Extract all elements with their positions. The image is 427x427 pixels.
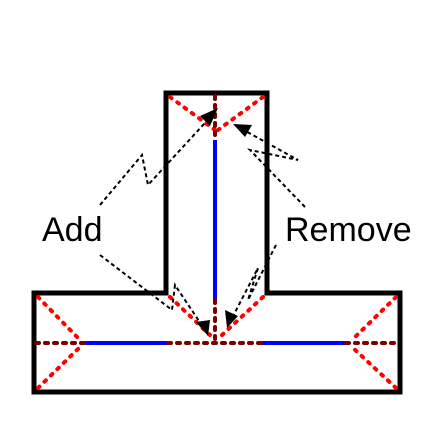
- corner-diagonals: [36, 95, 398, 390]
- add-arrowheads: [196, 108, 218, 336]
- remove-label: Remove: [285, 211, 412, 249]
- junction-dots: [34, 94, 400, 345]
- remove-arrows: [229, 127, 306, 323]
- remove-arrowheads: [225, 124, 252, 328]
- medial-axis: [85, 140, 346, 345]
- add-label: Add: [42, 211, 103, 249]
- add-arrows: [99, 111, 216, 331]
